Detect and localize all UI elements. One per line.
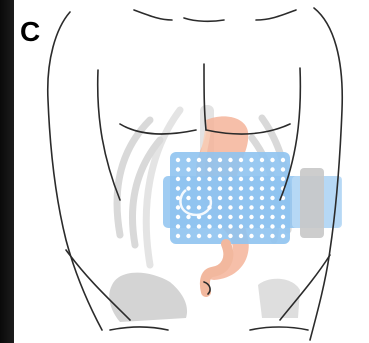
electrode-dot (270, 196, 274, 200)
electrode-dot (197, 167, 201, 171)
electrode-dot (207, 234, 211, 238)
electrode-dot (228, 215, 232, 219)
electrode-dot (186, 196, 190, 200)
electrode-dot (176, 177, 180, 181)
electrode-dot (260, 158, 264, 162)
electrode-dot (239, 186, 243, 190)
electrode-dot (176, 224, 180, 228)
electrode-dot (228, 234, 232, 238)
electrode-dot (281, 167, 285, 171)
electrode-dot (281, 158, 285, 162)
electrode-dot (197, 224, 201, 228)
electrode-dot (270, 224, 274, 228)
electrode-dot (176, 205, 180, 209)
electrode-dot (228, 158, 232, 162)
electrode-dot (249, 234, 253, 238)
panel-label: C (20, 18, 40, 46)
electrode-dot (176, 234, 180, 238)
electrode-dot (197, 177, 201, 181)
electrode-dot (260, 177, 264, 181)
electrode-dot (218, 196, 222, 200)
electrode-dot (207, 177, 211, 181)
electrode-dot (218, 205, 222, 209)
electrode-dot (281, 205, 285, 209)
electrode-dot (186, 177, 190, 181)
electrode-dot (260, 215, 264, 219)
electrode-dot (186, 234, 190, 238)
electrode-dot (281, 215, 285, 219)
electrode-dot (207, 167, 211, 171)
electrode-dot (239, 205, 243, 209)
electrode-dot (218, 215, 222, 219)
electrode-dot (260, 186, 264, 190)
electrode-dot (249, 196, 253, 200)
electrode-dot (176, 186, 180, 190)
electrode-dot (270, 177, 274, 181)
electrode-dot (260, 167, 264, 171)
electrode-dot (197, 234, 201, 238)
electrode-dot (218, 224, 222, 228)
electrode-dot (239, 224, 243, 228)
electrode-dot (186, 205, 190, 209)
electrode-dot (176, 215, 180, 219)
electrode-dot (186, 158, 190, 162)
electrode-dot (249, 224, 253, 228)
electrode-patch-icon (163, 152, 342, 244)
electrode-dot (197, 205, 201, 209)
electrode-dot (239, 234, 243, 238)
electrode-dot (260, 224, 264, 228)
electrode-dot (186, 167, 190, 171)
electrode-dot (281, 234, 285, 238)
electrode-dot (207, 186, 211, 190)
electrode-dot (270, 167, 274, 171)
electrode-dot (218, 158, 222, 162)
electrode-dot (197, 196, 201, 200)
electrode-dot (218, 234, 222, 238)
electrode-dot (176, 158, 180, 162)
electrode-dot (239, 158, 243, 162)
electrode-dot (197, 186, 201, 190)
electrode-dot (197, 158, 201, 162)
electrode-dot (228, 224, 232, 228)
electrode-dot (218, 167, 222, 171)
electrode-dot (228, 177, 232, 181)
electrode-dot (207, 215, 211, 219)
electrode-dot (249, 177, 253, 181)
electrode-dot (228, 196, 232, 200)
electrode-dot (260, 196, 264, 200)
electrode-dot (249, 215, 253, 219)
electrode-dot (239, 215, 243, 219)
electrode-dot (228, 205, 232, 209)
electrode-dot (270, 215, 274, 219)
electrode-dot (270, 186, 274, 190)
electrode-dot (270, 158, 274, 162)
electrode-dot (239, 177, 243, 181)
electrode-dot (218, 177, 222, 181)
electrode-dot (270, 205, 274, 209)
electrode-dot (207, 224, 211, 228)
electrode-dot (249, 186, 253, 190)
electrode-dot (281, 224, 285, 228)
electrode-dot (249, 205, 253, 209)
electrode-dot (270, 234, 274, 238)
electrode-dot (260, 234, 264, 238)
electrode-dot (186, 186, 190, 190)
electrode-dot (218, 186, 222, 190)
electrode-dot (176, 167, 180, 171)
electrode-dot (239, 196, 243, 200)
electrode-dot (260, 205, 264, 209)
electrode-dot (249, 167, 253, 171)
electrode-dot (186, 215, 190, 219)
electrode-dot (249, 158, 253, 162)
electrode-dot (186, 224, 190, 228)
electrode-dot (228, 167, 232, 171)
electrode-dot (207, 158, 211, 162)
electrode-dot (281, 177, 285, 181)
electrode-dot (228, 186, 232, 190)
electrode-dot (239, 167, 243, 171)
